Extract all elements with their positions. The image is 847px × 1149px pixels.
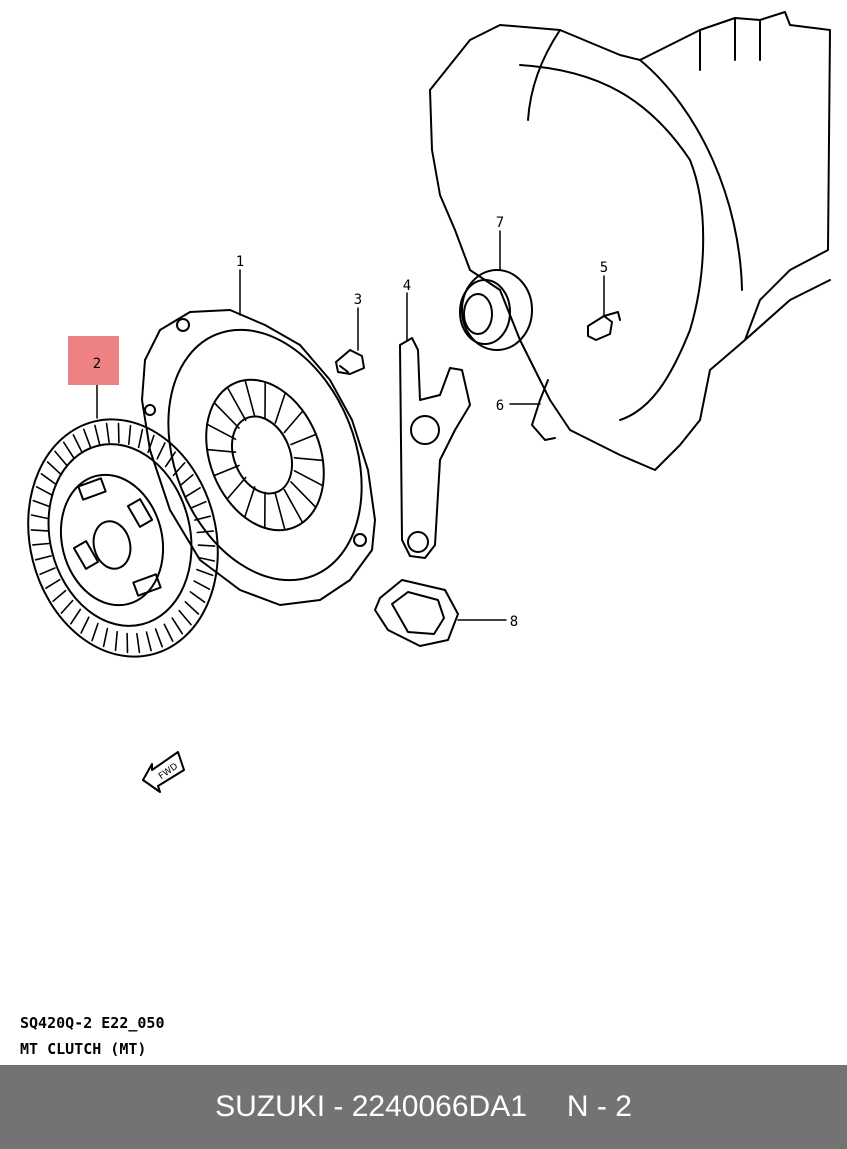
disc-tick: [136, 632, 141, 654]
fwd-arrow-icon: FWD: [142, 751, 185, 793]
transmission-housing: [429, 11, 831, 471]
footer-bar: SUZUKI - 2240066DA1 N - 2: [0, 1065, 847, 1149]
disc-tick: [62, 441, 75, 459]
disc-tick: [102, 627, 109, 648]
clutch-disc: [27, 418, 219, 658]
callout-6: 6: [496, 398, 504, 414]
disc-tick: [184, 600, 200, 615]
plate-spoke: [243, 486, 256, 519]
disc-tick: [114, 630, 118, 652]
disc-tick: [190, 500, 207, 509]
plate-spoke: [283, 488, 304, 524]
disc-tick: [197, 556, 216, 562]
footer-brand-part: SUZUKI - 2240066DA1: [215, 1090, 527, 1123]
disc-tick: [70, 608, 82, 625]
disc-tick: [185, 486, 201, 498]
plate-spoke: [226, 386, 247, 422]
plate-spoke: [274, 492, 286, 531]
disc-tick: [54, 450, 68, 467]
pressure-plate: [141, 309, 376, 606]
callout-1: 1: [236, 254, 244, 270]
disc-tick: [164, 451, 176, 468]
disc-tick: [178, 609, 192, 626]
disc-tick: [80, 616, 90, 634]
disc-tick: [72, 434, 83, 453]
disc-tick: [189, 591, 206, 604]
plate-spoke: [290, 433, 317, 446]
disc-tick: [137, 428, 144, 449]
disc-tick: [60, 599, 74, 614]
plate-spoke: [293, 469, 324, 487]
disc-tick: [163, 623, 174, 642]
callout-3: 3: [354, 292, 362, 308]
callout-4: 4: [403, 278, 411, 294]
plate-spoke: [274, 391, 287, 424]
boot-8: [374, 579, 459, 647]
disc-tick: [32, 499, 50, 508]
plate-spoke: [213, 401, 240, 429]
disc-tick: [196, 568, 214, 577]
disc-tick: [94, 424, 101, 445]
release-fork: [399, 337, 471, 559]
clutch-exploded-diagram: 1 2 3 4 5 6 7 8 FWD: [27, 11, 831, 793]
disc-tick: [193, 580, 211, 591]
plate-spoke: [283, 410, 304, 434]
disc-tick: [45, 578, 61, 590]
disc-tick: [31, 542, 50, 546]
footer-position: N - 2: [566, 1090, 632, 1123]
disc-tick: [39, 567, 56, 576]
disc-tick: [46, 461, 62, 476]
disc-tick: [197, 544, 216, 547]
plate-spoke: [244, 379, 256, 418]
callout-2-highlight: [68, 336, 119, 385]
clip-6: [531, 379, 556, 441]
plate-spoke: [206, 423, 237, 441]
bolt-3: [335, 349, 365, 375]
callout-7: 7: [496, 215, 504, 231]
plate-spoke: [213, 464, 240, 477]
diagram-code: SQ420Q-2 E22_050: [20, 1014, 165, 1032]
release-bearing: [459, 269, 533, 351]
disc-tick: [52, 589, 67, 603]
disc-tick: [91, 622, 99, 642]
plate-spoke: [206, 448, 237, 454]
disc-tick: [30, 529, 49, 532]
disc-tick: [171, 617, 184, 635]
diagram-title: MT CLUTCH (MT): [20, 1040, 147, 1058]
disc-tick: [105, 422, 110, 444]
disc-tick: [145, 631, 152, 652]
plate-spoke: [293, 456, 324, 462]
disc-tick: [179, 473, 194, 487]
plate-spoke: [290, 481, 317, 509]
disc-tick: [34, 555, 53, 561]
callout-5: 5: [600, 260, 608, 276]
plate-spoke: [226, 476, 247, 500]
disc-tick: [40, 472, 57, 485]
disc-tick: [83, 428, 92, 448]
disc-tick: [35, 485, 53, 496]
disc-tick: [128, 424, 132, 446]
disc-tick: [156, 442, 166, 460]
callout-2: 2: [93, 356, 101, 372]
disc-tick: [154, 628, 163, 648]
disc-tick: [30, 514, 49, 520]
callout-8: 8: [510, 614, 518, 630]
